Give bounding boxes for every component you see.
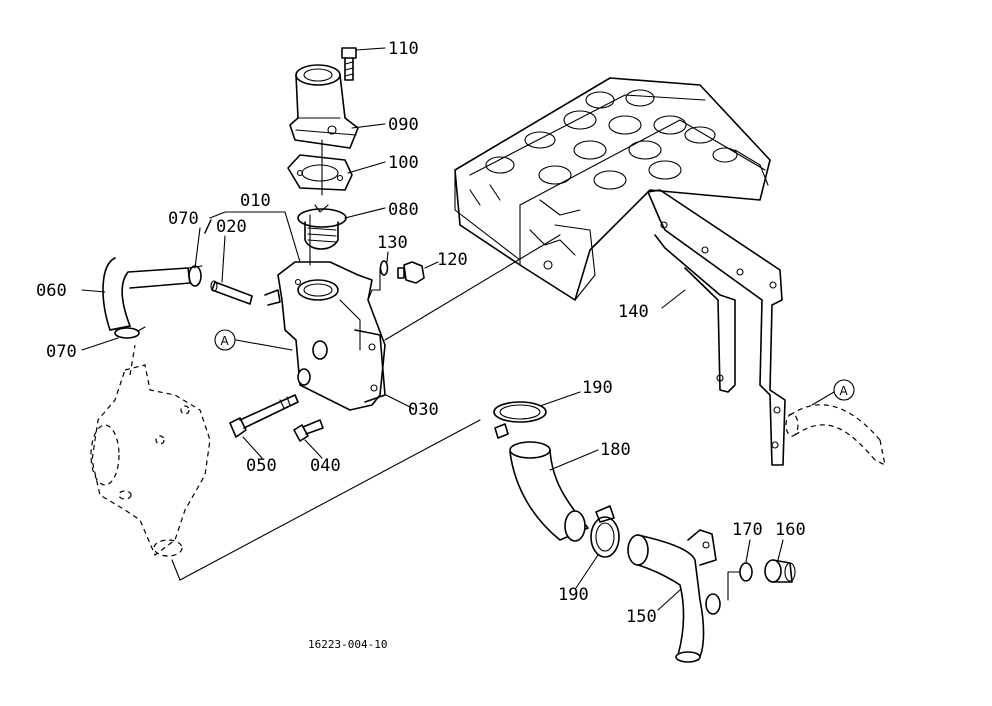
label-130: 130 [377,233,408,253]
label-050: 050 [246,456,277,476]
water-pump-reference [90,344,211,557]
hose-180 [509,441,589,542]
clamp-190-top [493,401,547,439]
leader-lines [81,47,835,611]
label-190-top: 190 [582,378,613,398]
reference-a-right-text: A [840,384,849,398]
thermostat-cover-090 [289,64,359,149]
washer-170 [739,562,753,582]
label-100: 100 [388,153,419,173]
thermostat-080 [297,204,347,250]
label-080: 080 [388,200,419,220]
washer-130 [379,260,389,276]
reference-pipe-a [785,404,886,467]
label-040: 040 [310,456,341,476]
cylinder-head [454,77,771,301]
label-070-bottom: 070 [46,342,77,362]
label-060: 060 [36,281,67,301]
reference-a-left-text: A [221,334,230,348]
label-010: 010 [240,191,271,211]
water-pipe-150 [627,529,721,663]
reference-marker-a-left: A [214,329,236,351]
plug-160 [764,559,796,583]
gasket-100 [287,154,353,191]
clamp-190-bottom [590,505,620,558]
thermostat-housing-030 [264,261,386,411]
connection-lines [171,139,741,601]
drawing-number: 16223-004-10 [308,638,387,651]
label-120: 120 [437,250,468,270]
bracket-140 [647,189,786,466]
slash-separator: / [203,217,213,237]
label-160: 160 [775,520,806,540]
label-150: 150 [626,607,657,627]
clamp-070-bottom [114,326,146,339]
label-070-top: 070 [168,209,199,229]
label-030: 030 [408,400,439,420]
pipe-020 [210,280,253,305]
label-190-bottom: 190 [558,585,589,605]
reference-marker-a-right: A [833,379,855,401]
label-020: 020 [216,217,247,237]
label-090: 090 [388,115,419,135]
label-180: 180 [600,440,631,460]
bolt-110 [341,47,357,81]
label-140: 140 [618,302,649,322]
bolt-050 [229,394,299,438]
label-170: 170 [732,520,763,540]
bolt-040 [293,419,324,442]
label-110: 110 [388,39,419,59]
hose-060 [102,257,191,331]
bolt-120 [397,261,425,284]
